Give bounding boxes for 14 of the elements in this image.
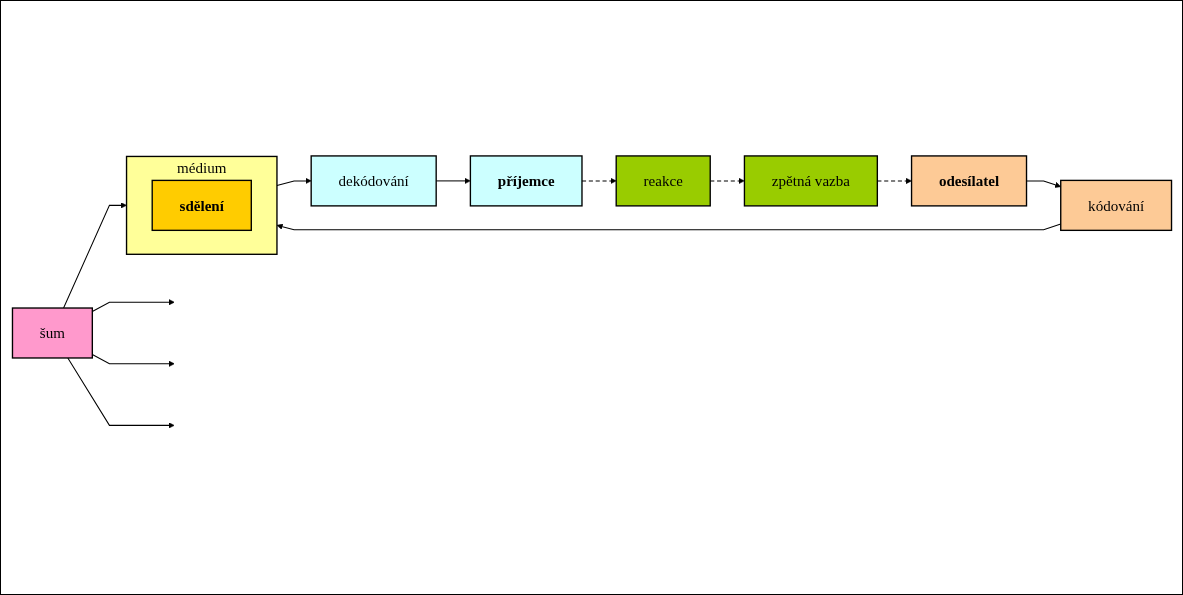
- node-box: odesílatel: [910, 155, 1027, 207]
- node-box: šum: [11, 307, 93, 359]
- arrow: [91, 299, 175, 312]
- node-box: příjemce: [469, 155, 583, 207]
- arrow: [876, 177, 912, 184]
- node-box: reakce: [615, 155, 711, 207]
- node-box: zpětná vazba: [743, 155, 878, 207]
- arrow: [276, 223, 1061, 231]
- node-box: kódování: [1059, 179, 1172, 232]
- arrow: [91, 354, 175, 367]
- arrow: [62, 202, 127, 309]
- node-box: dekódování: [310, 155, 437, 207]
- node-box: sdělení: [151, 179, 252, 232]
- arrow: [66, 357, 175, 429]
